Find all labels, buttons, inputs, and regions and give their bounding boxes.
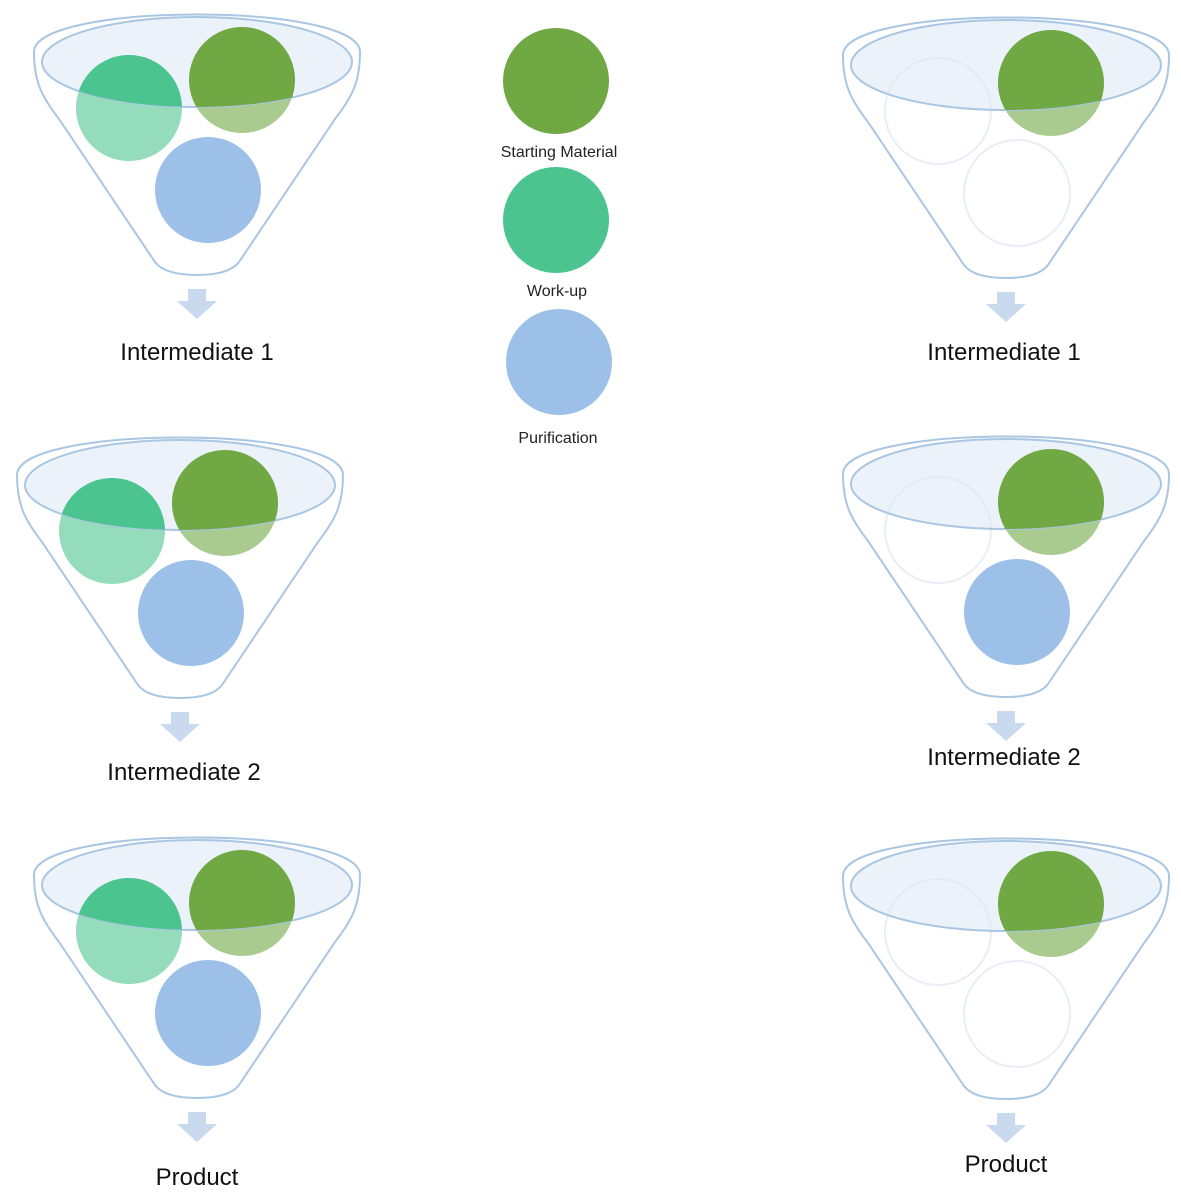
down-arrow-icon: [986, 292, 1026, 322]
left-stage-label: Product: [156, 1164, 239, 1191]
purification-circle: [964, 559, 1070, 665]
down-arrow-icon: [986, 711, 1026, 741]
left-funnel-3: [32, 836, 362, 1142]
legend-purification-swatch: [506, 309, 612, 415]
left-stage-label: Intermediate 2: [107, 759, 260, 786]
empty-purification-circle: [963, 139, 1071, 247]
down-arrow-icon: [986, 1113, 1026, 1143]
legend-purification-label: Purification: [518, 430, 597, 447]
legend-workup-label: Work-up: [527, 283, 587, 300]
left-stage-label: Intermediate 1: [120, 339, 273, 366]
left-funnel-2: [15, 436, 345, 742]
right-funnel-3: [841, 837, 1171, 1143]
left-funnel-1: [32, 13, 362, 319]
empty-purification-circle: [963, 960, 1071, 1068]
purification-circle: [155, 960, 261, 1066]
legend-workup-swatch: [503, 167, 609, 273]
purification-circle: [138, 560, 244, 666]
legend-starting-label: Starting Material: [501, 144, 618, 161]
down-arrow-icon: [177, 289, 217, 319]
right-funnel-1: [841, 16, 1171, 322]
workup-circle-top: [76, 55, 182, 107]
left-process-column: Intermediate 1 Intermediate 2 Product: [15, 13, 362, 1191]
purification-circle: [155, 137, 261, 243]
right-process-column: Intermediate 1 Intermediate 2 Product: [841, 16, 1171, 1178]
down-arrow-icon: [160, 712, 200, 742]
right-funnel-2: [841, 435, 1171, 741]
right-stage-label: Intermediate 2: [927, 744, 1080, 771]
legend-starting-swatch: [503, 28, 609, 134]
workup-circle-top: [59, 478, 165, 530]
down-arrow-icon: [177, 1112, 217, 1142]
workup-circle-top: [76, 878, 182, 930]
right-stage-label: Product: [965, 1151, 1048, 1178]
right-stage-label: Intermediate 1: [927, 339, 1080, 366]
